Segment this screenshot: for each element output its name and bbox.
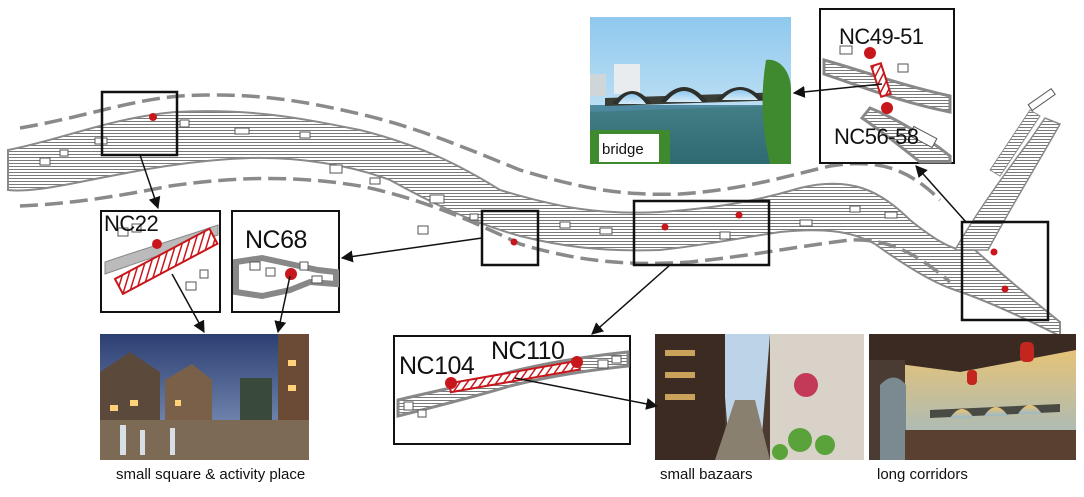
detail-nc22 [100,210,221,313]
caption-small-square: small square & activity place [116,466,306,483]
arrow-nc22-to-square [171,273,205,334]
focus-box-nc49-58 [960,220,1050,322]
caption-long-corridors: long corridors [877,466,968,483]
river-branch-northeast [989,109,1041,177]
arrow-nc68-to-square [274,275,291,334]
route-hatch-nc49-58 [870,61,892,99]
north-bank-dashed [19,93,942,202]
arrow-box-to-nc22 [139,154,161,210]
label-nc22: NC22 [104,211,159,236]
arrow-nc110-to-bazaar [514,377,659,410]
focus-box-nc22 [100,90,179,157]
label-nc104: NC104 [399,352,475,380]
detail-nc104-110 [393,335,631,445]
caption-small-bazaars: small bazaars [660,466,753,483]
arrow-box-to-nc49 [915,165,967,223]
map-markers [149,113,1009,293]
bazaar-photo [655,334,864,460]
label-nc68: NC68 [245,226,307,254]
focus-box-nc104-110 [632,199,771,267]
caption-bridge: bridge [602,141,644,158]
river-branch-north [953,117,1062,251]
route-hatch-nc22 [113,227,219,296]
arrow-nc49-to-bridge [792,83,883,98]
corridor-photo [869,334,1076,460]
square-photo [100,334,309,460]
label-nc49-51: NC49-51 [839,24,924,49]
river-channel [7,110,1061,338]
bridge-photo [590,17,791,164]
building-footprints [39,87,1056,240]
arrow-box-to-nc68 [340,237,483,263]
river-map [7,87,1062,338]
detail-nc49-58 [819,8,955,164]
connector-arrows [139,83,967,410]
label-nc56-58: NC56-58 [834,124,919,149]
label-nc110: NC110 [491,337,565,365]
arrow-box-to-nc104 [591,264,671,335]
